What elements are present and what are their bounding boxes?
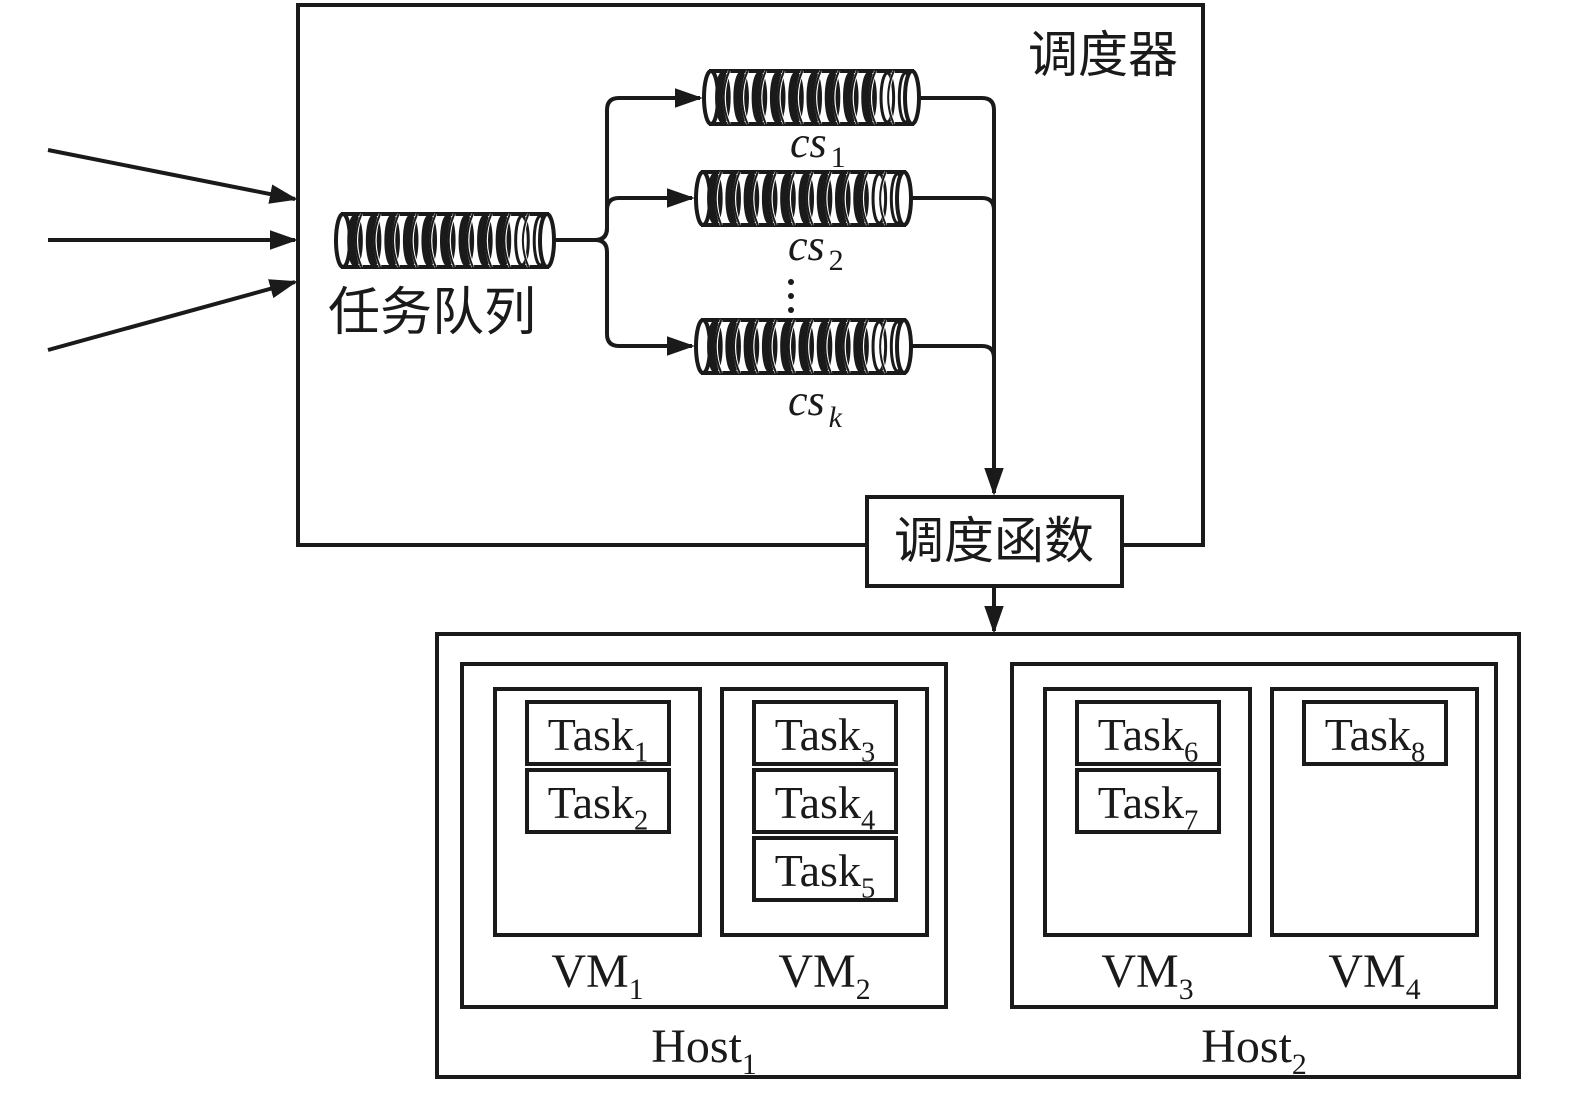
sub-queue-label-sub: 2 <box>829 244 844 277</box>
task-box <box>752 836 898 902</box>
sub-queue-label-base: cs <box>788 376 825 425</box>
task-label: Task2 <box>548 777 648 837</box>
sub-queue-label-base: cs <box>788 221 825 270</box>
task-box <box>1302 700 1448 766</box>
task-label: Task8 <box>1325 709 1425 769</box>
task: Task2 <box>525 768 671 837</box>
vm: VM4 Task8 <box>1270 687 1479 1006</box>
task-label-base: Task <box>1098 777 1184 828</box>
vm-label-sub: 4 <box>1406 973 1421 1006</box>
task-label: Task4 <box>775 777 875 837</box>
vm-label-sub: 2 <box>856 973 871 1006</box>
task-label-base: Task <box>548 709 634 760</box>
host-label-base: Host <box>651 1020 742 1073</box>
task-label-sub: 4 <box>861 806 875 837</box>
task-label: Task1 <box>548 709 648 769</box>
task-box <box>1075 768 1221 834</box>
host-label-sub: 1 <box>742 1048 757 1081</box>
task: Task4 <box>752 768 898 837</box>
task-queue-label: 任务队列 <box>328 283 536 343</box>
fan-in-connectors <box>910 96 1004 496</box>
ellipsis-icon <box>788 279 794 313</box>
vm-label: VM3 <box>1101 945 1193 1006</box>
task-box <box>525 768 671 834</box>
task: Task1 <box>525 700 671 769</box>
task-label-base: Task <box>775 777 861 828</box>
incoming-arrow <box>47 279 298 352</box>
task-label-base: Task <box>775 709 861 760</box>
vm-label: VM1 <box>551 945 643 1006</box>
incoming-arrow <box>47 148 298 204</box>
vm-label-base: VM <box>1101 945 1178 998</box>
vm-label-sub: 1 <box>629 973 644 1006</box>
task-label-sub: 5 <box>861 874 875 905</box>
host-label-base: Host <box>1201 1020 1292 1073</box>
vm-label-base: VM <box>1328 945 1405 998</box>
vm-label-sub: 3 <box>1179 973 1194 1006</box>
task-box <box>752 700 898 766</box>
task-label-sub: 3 <box>861 738 875 769</box>
task-label-sub: 8 <box>1411 738 1425 769</box>
vm-label-base: VM <box>778 945 855 998</box>
task-label-sub: 1 <box>634 738 648 769</box>
task-box <box>752 768 898 834</box>
task-label: Task3 <box>775 709 875 769</box>
task-label-sub: 6 <box>1184 738 1198 769</box>
task-label-base: Task <box>1325 709 1411 760</box>
sub-queue-label-base: cs <box>790 118 827 167</box>
vm-label: VM4 <box>1328 945 1420 1006</box>
task: Task6 <box>1075 700 1221 769</box>
task-label: Task7 <box>1098 777 1198 837</box>
task: Task3 <box>752 700 898 769</box>
scheduler-title: 调度器 <box>1028 26 1178 84</box>
task: Task5 <box>752 836 898 905</box>
fan-out-connectors <box>553 88 703 356</box>
sub-queue-label-sub: k <box>829 401 843 434</box>
task-label-sub: 2 <box>634 806 648 837</box>
sub-queue-icon <box>694 318 913 375</box>
sub-queue-icon <box>694 170 913 227</box>
task-box <box>1075 700 1221 766</box>
task-box <box>525 700 671 766</box>
task-queue-icon <box>334 212 556 269</box>
task-label-sub: 7 <box>1184 806 1198 837</box>
task-label: Task5 <box>775 845 875 905</box>
task-label-base: Task <box>548 777 634 828</box>
task-label: Task6 <box>1098 709 1198 769</box>
scheduling-function-box <box>865 495 1124 588</box>
vm-label-base: VM <box>551 945 628 998</box>
host-label: Host2 <box>1201 1020 1307 1081</box>
sub-queue-icon <box>702 69 921 126</box>
task: Task7 <box>1075 768 1221 837</box>
task-label-base: Task <box>775 845 861 896</box>
host-label-sub: 2 <box>1292 1048 1307 1081</box>
task: Task8 <box>1302 700 1448 769</box>
hosts-layer: Host1VM1Task1Task2VM2Task3Task4Task5Host… <box>460 662 1498 1081</box>
incoming-arrows <box>47 148 298 352</box>
vm-label: VM2 <box>778 945 870 1006</box>
host-label: Host1 <box>651 1020 757 1081</box>
scheduling-function-label: 调度函数 <box>894 512 1094 570</box>
task-label-base: Task <box>1098 709 1184 760</box>
sub-queue-label-sub: 1 <box>831 141 846 174</box>
